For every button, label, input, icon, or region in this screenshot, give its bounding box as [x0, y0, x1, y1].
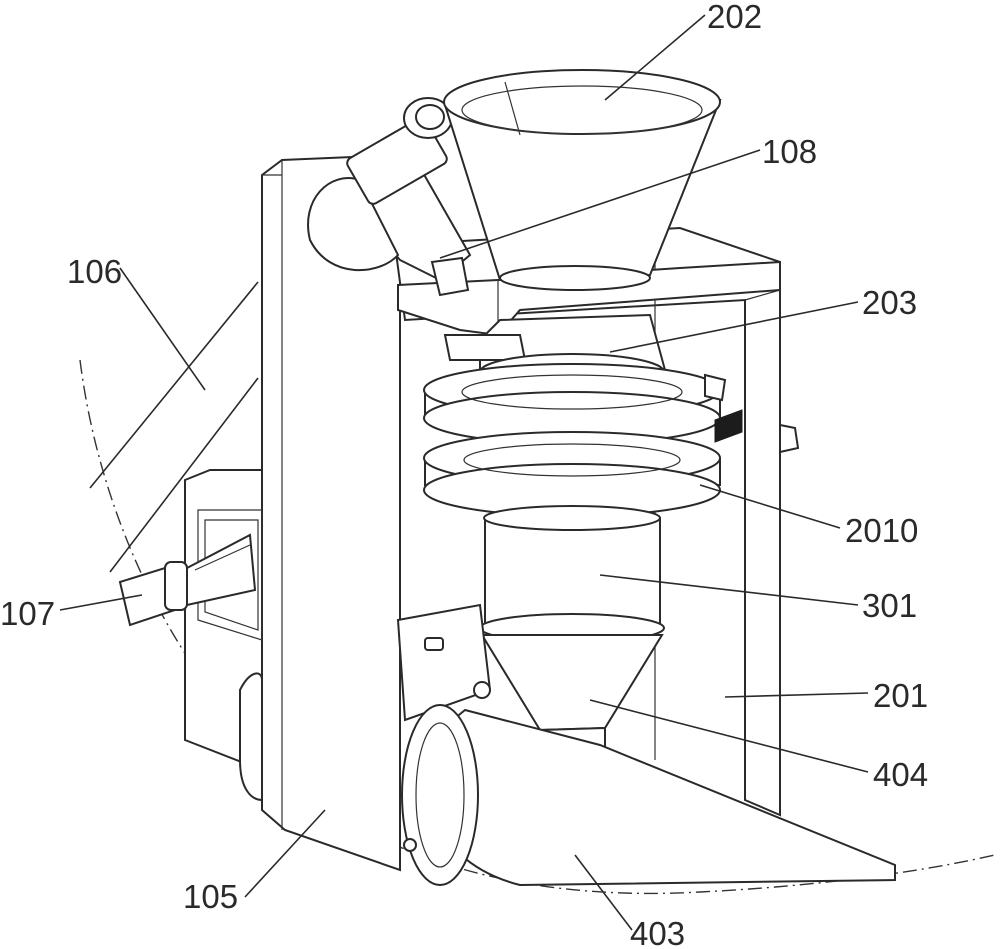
label-403: 403 — [630, 915, 685, 949]
label-105: 105 — [183, 878, 238, 915]
hopper-202 — [443, 69, 722, 291]
gearbox-housing — [239, 603, 492, 802]
label-301: 301 — [862, 587, 917, 624]
frame-post-105 — [261, 153, 401, 872]
leader-lines — [59, 14, 869, 931]
reference-labels: 202 108 106 203 2010 107 301 201 404 105… — [0, 0, 928, 949]
label-2010: 2010 — [845, 512, 918, 549]
label-201: 201 — [873, 677, 928, 714]
hose-nozzle-107 — [118, 533, 257, 627]
label-106: 106 — [67, 253, 122, 290]
label-404: 404 — [873, 756, 928, 793]
label-203: 203 — [862, 284, 917, 321]
support-beam-106 — [89, 281, 259, 573]
pipe-403 — [401, 681, 896, 887]
upper-ring-assembly — [423, 363, 727, 445]
label-202: 202 — [707, 0, 762, 35]
label-107: 107 — [0, 595, 55, 632]
motor-108 — [307, 97, 472, 297]
lower-ring-2010 — [423, 431, 721, 517]
label-108: 108 — [762, 133, 817, 170]
cylinder-301 — [479, 505, 665, 643]
